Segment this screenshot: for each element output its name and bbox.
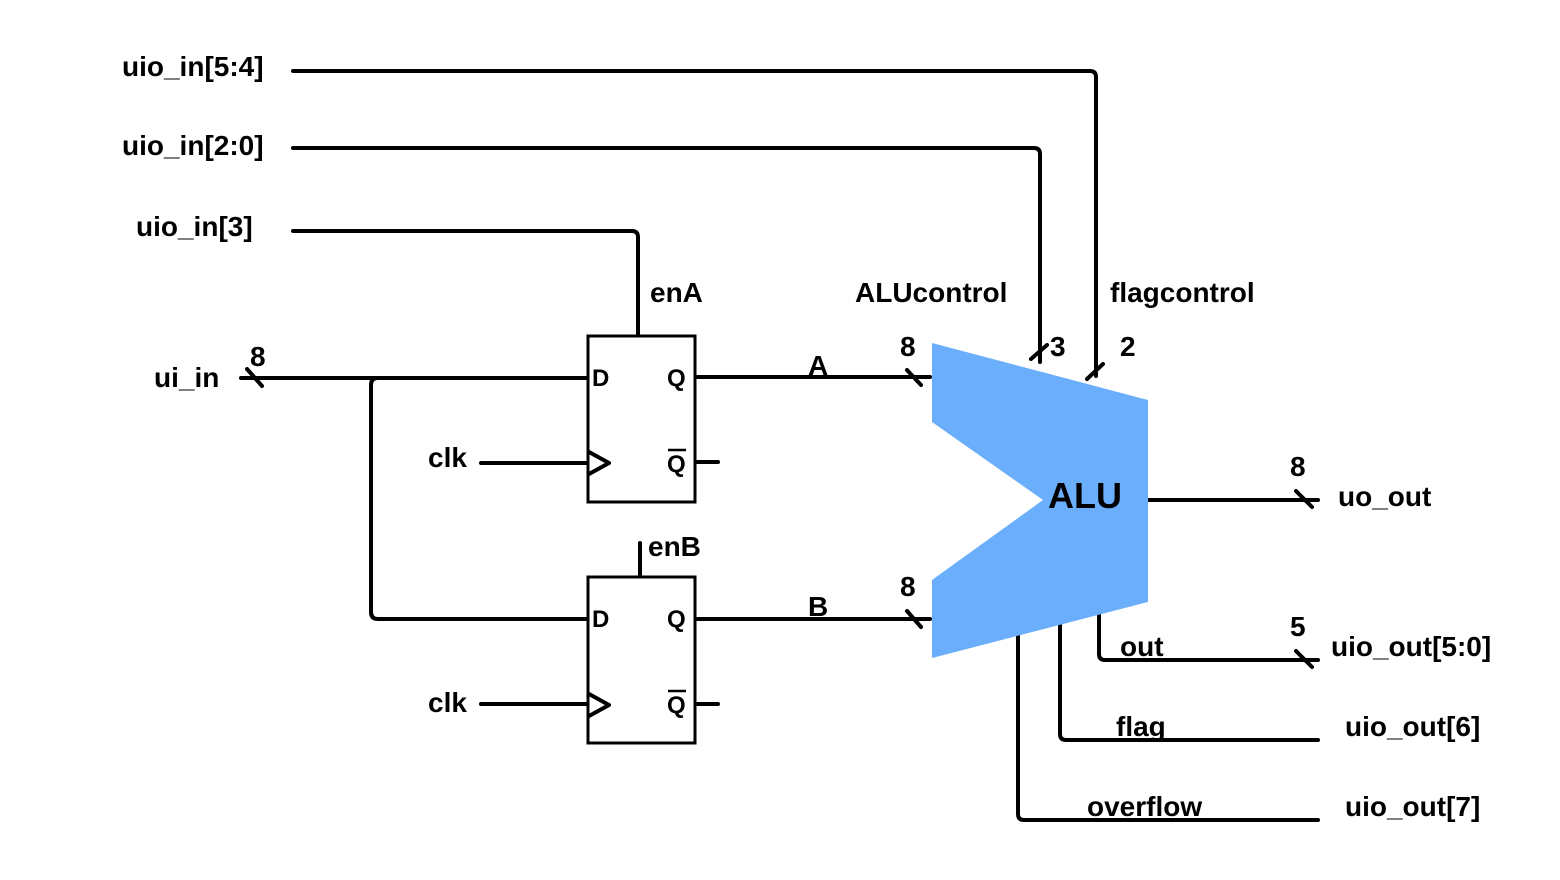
wire-flag [1058,620,1320,742]
flag-control-width: 2 [1120,331,1136,362]
wire-overflow [1016,630,1320,822]
flag-control-label: flagcontrol [1110,277,1255,308]
out-net-label: out [1120,631,1164,662]
alu-control-width: 3 [1050,331,1066,362]
wire-ui-in-branch [369,376,588,621]
alu-label: ALU [1048,475,1122,516]
uio-out-5-0-label: uio_out[5:0] [1331,631,1491,662]
register-b-box [586,575,697,745]
en-b-label: enB [648,531,701,562]
uo-out-width: 8 [1290,451,1306,482]
uio-out-6-label: uio_out[6] [1345,711,1480,742]
net-b-label: B [808,591,828,622]
alu-control-label: ALUcontrol [855,277,1007,308]
overflow-net-label: overflow [1087,791,1202,822]
register-a-d-pin: D [592,365,609,392]
register-b: D Q Q [586,575,697,745]
register-b-qbar-pin: Q [667,692,686,719]
a-width: 8 [900,331,916,362]
clock-triangle-icon [587,692,611,718]
register-a-box [586,334,697,504]
uio-out-7-label: uio_out[7] [1345,791,1480,822]
alu-block [932,343,1148,658]
uio-in-5-4-label: uio_in[5:4] [122,51,264,82]
clk-a-label: clk [428,442,467,473]
flag-net-label: flag [1116,711,1166,742]
b-width: 8 [900,571,916,602]
wire-out [1097,610,1320,662]
register-a-qbar-pin: Q [667,451,686,478]
ui-in-label: ui_in [154,362,219,393]
en-a-label: enA [650,277,703,308]
uo-out-label: uo_out [1338,481,1431,512]
out-width: 5 [1290,611,1306,642]
clk-b-label: clk [428,687,467,718]
bus-slashes [245,343,1314,669]
register-b-d-pin: D [592,606,609,633]
wire-uio-in-3 [291,229,640,338]
ui-in-width: 8 [250,341,266,372]
clock-triangle-icon [587,450,611,476]
wire-uio-in-5-4 [291,69,1098,378]
register-a: D Q Q [586,334,697,504]
wire-uio-in-2-0 [291,146,1042,364]
net-a-label: A [808,350,828,381]
uio-in-3-label: uio_in[3] [136,211,253,242]
register-a-q-pin: Q [667,365,686,392]
uio-in-2-0-label: uio_in[2:0] [122,130,264,161]
register-b-q-pin: Q [667,606,686,633]
